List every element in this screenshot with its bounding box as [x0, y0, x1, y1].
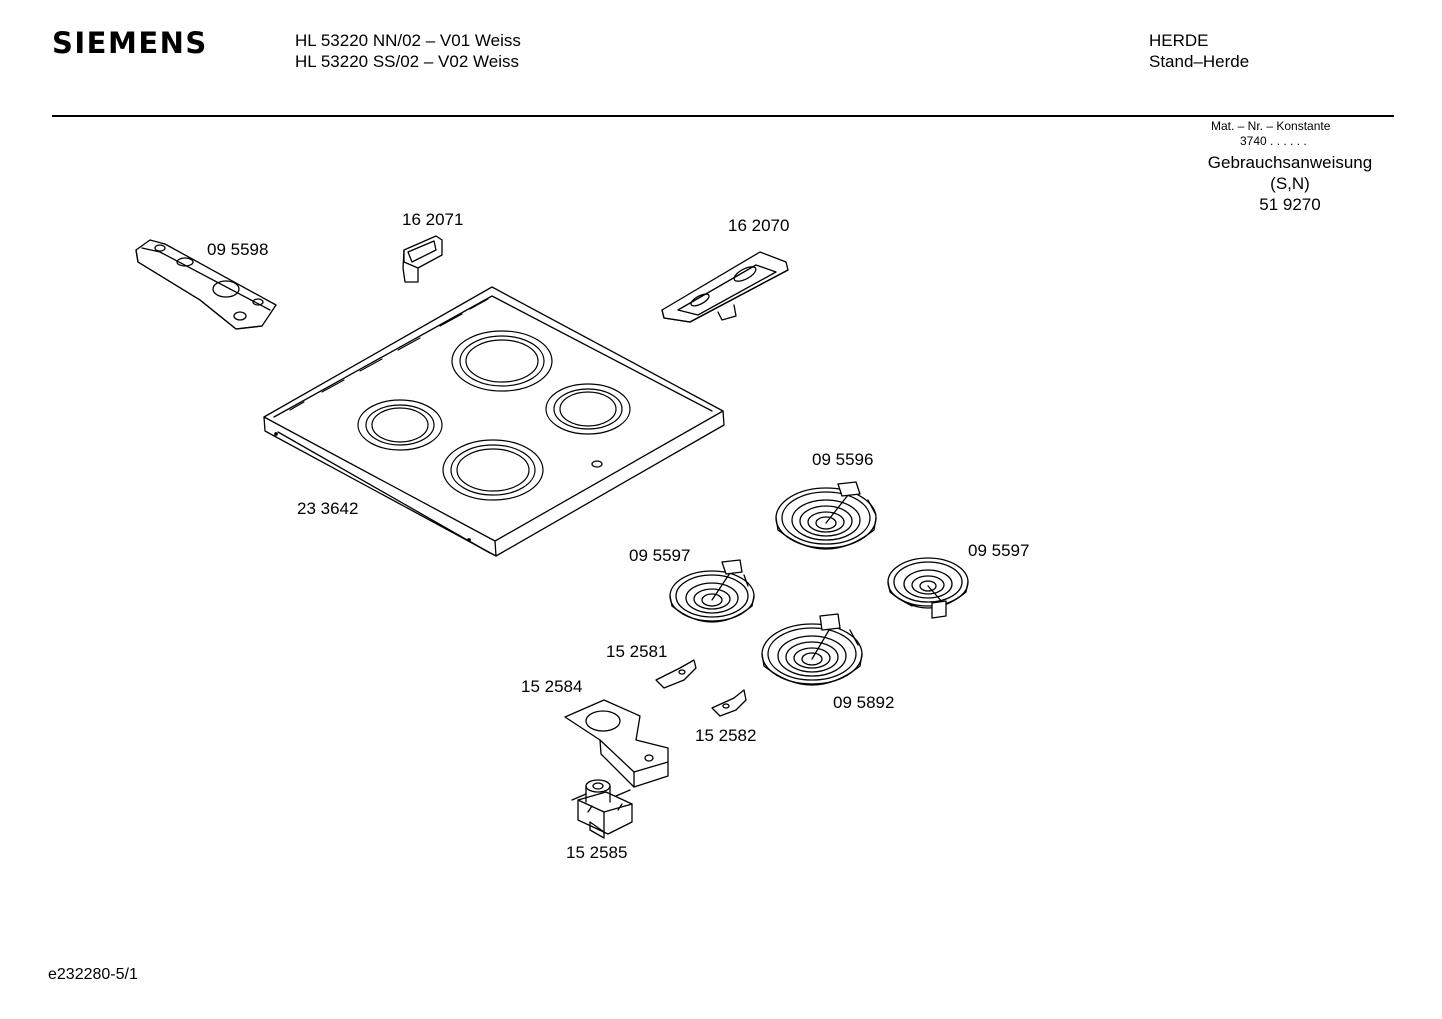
small-bracket-part-b	[711, 689, 747, 717]
part-label-15-2582: 15 2582	[695, 726, 757, 745]
manual-number: 51 9270	[1259, 195, 1321, 214]
model-line-2: HL 53220 SS/02 – V02 Weiss	[295, 52, 519, 71]
manual-title: Gebrauchsanweisung	[1207, 153, 1373, 172]
heating-element-small-right	[887, 557, 969, 619]
category-subtitle: Stand–Herde	[1149, 52, 1250, 71]
clip-part-small	[402, 235, 443, 283]
heating-element-large-bottom	[761, 613, 863, 686]
mat-nr-value: 3740 . . . . . .	[1240, 134, 1307, 148]
energy-regulator-part	[571, 779, 633, 839]
heating-element-large-top	[775, 481, 877, 550]
mounting-plate-part	[564, 699, 669, 788]
part-label-09-5597-left: 09 5597	[629, 546, 691, 565]
header-divider	[52, 115, 1394, 117]
part-label-09-5892: 09 5892	[833, 693, 895, 712]
manual-variant: (S,N)	[1270, 174, 1310, 193]
trim-part	[661, 251, 789, 323]
ceramic-cooktop-part	[263, 286, 725, 557]
part-label-16-2070: 16 2070	[728, 216, 790, 235]
knob-bracket-part	[135, 239, 277, 330]
heating-element-small-left	[669, 559, 755, 623]
part-label-15-2581: 15 2581	[606, 642, 668, 661]
part-label-16-2071: 16 2071	[402, 210, 464, 229]
mat-nr-label: Mat. – Nr. – Konstante	[1211, 119, 1331, 133]
part-label-09-5598: 09 5598	[207, 240, 269, 259]
part-label-15-2585: 15 2585	[566, 843, 628, 862]
siemens-logo: SIEMENS	[52, 26, 208, 60]
part-label-23-3642: 23 3642	[297, 499, 359, 518]
part-label-09-5597-right: 09 5597	[968, 541, 1030, 560]
cooktop-burner-rings	[357, 330, 631, 501]
drawing-code: e232280-5/1	[48, 966, 138, 983]
part-label-15-2584: 15 2584	[521, 677, 583, 696]
model-line-1: HL 53220 NN/02 – V01 Weiss	[295, 31, 521, 50]
category-title: HERDE	[1149, 31, 1209, 50]
small-bracket-part-a	[655, 659, 697, 689]
part-label-09-5596: 09 5596	[812, 450, 874, 469]
